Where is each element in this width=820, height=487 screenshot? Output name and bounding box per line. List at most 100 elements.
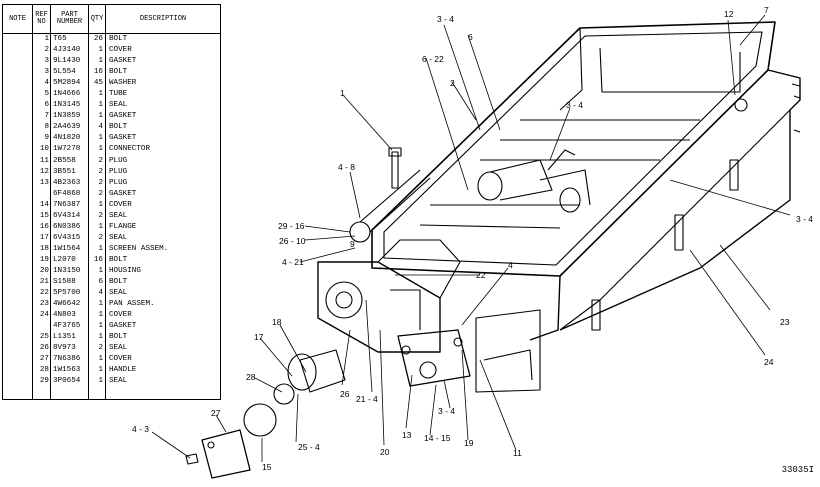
part-number-cell: 5P5700 — [53, 289, 81, 298]
ref-no-cell: 26 — [39, 344, 49, 353]
qty-cell: 45 — [93, 79, 103, 88]
ref-no-cell: 8 — [44, 123, 49, 132]
qty-cell: 1 — [98, 366, 103, 375]
ref-no-cell: 2 — [44, 46, 49, 55]
part-number-cell: 5M2894 — [53, 79, 81, 88]
description-cell: PLUG — [109, 167, 128, 176]
ref-no-cell: 3 — [44, 57, 49, 66]
column-divider — [105, 34, 106, 400]
ref-no-cell: 14 — [39, 200, 49, 209]
qty-cell: 1 — [98, 322, 103, 331]
qty-cell: 16 — [93, 255, 103, 264]
callout-12: 12 — [724, 9, 734, 19]
header-ref-no: REF NO — [33, 5, 51, 33]
part-number-cell: L2070 — [53, 255, 76, 264]
description-cell: SEAL — [109, 344, 128, 353]
ref-no-cell: 19 — [39, 255, 49, 264]
qty-cell: 1 — [98, 46, 103, 55]
qty-cell: 26 — [93, 35, 103, 43]
tube-assembly — [349, 169, 431, 243]
qty-cell: 1 — [98, 145, 103, 154]
qty-cell: 2 — [98, 233, 103, 242]
part-number-cell: L1351 — [53, 333, 76, 342]
callout-26-10: 26 - 10 — [279, 236, 306, 246]
description-cell: COVER — [109, 46, 132, 55]
callout-23: 23 — [780, 317, 790, 327]
part-number-cell: 1W7278 — [53, 145, 81, 154]
parts-table-row: 10 1W7278 1 CONNECTOR — [3, 144, 220, 155]
part-number-cell: 6V4315 — [53, 233, 81, 242]
ref-no-cell: 20 — [39, 266, 49, 275]
part-number-cell: 4B2363 — [53, 178, 81, 187]
header-note: NOTE — [3, 5, 33, 33]
qty-cell: 2 — [98, 189, 103, 198]
description-cell: BOLT — [109, 278, 128, 287]
qty-cell: 1 — [98, 112, 103, 121]
qty-cell: 1 — [98, 355, 103, 364]
part-number-cell: 4F3765 — [53, 322, 81, 331]
qty-cell: 1 — [98, 266, 103, 275]
part-number-cell: 2B558 — [53, 156, 76, 165]
description-cell: CONNECTOR — [109, 145, 151, 154]
part-number-cell: 1N4666 — [53, 90, 81, 99]
description-cell: GASKET — [109, 322, 137, 331]
parts-table-header: NOTE REF NO PART NUMBER QTY DESCRIPTION — [3, 5, 220, 34]
description-cell: HOUSING — [109, 266, 141, 275]
part-number-cell: 4J3140 — [53, 46, 81, 55]
qty-cell: 1 — [98, 377, 103, 386]
ref-no-cell: 25 — [39, 333, 49, 342]
description-cell: SEAL — [109, 233, 128, 242]
callout-3-4-low: 3 - 4 — [438, 406, 455, 416]
qty-cell: 1 — [98, 57, 103, 66]
qty-cell: 2 — [98, 211, 103, 220]
ref-no-cell: 10 — [39, 145, 49, 154]
ref-no-cell: 7 — [44, 112, 49, 121]
ref-no-cell: 3 — [44, 68, 49, 77]
part-number-cell: 6V4314 — [53, 211, 81, 220]
part-number-cell: T65 — [53, 35, 67, 43]
parts-table-row: 17 6V4315 2 SEAL — [3, 233, 220, 244]
ref-no-cell: 13 — [39, 178, 49, 187]
inner-filter-assembly — [477, 149, 591, 213]
description-cell: BOLT — [109, 68, 128, 77]
callout-6-22: 6 - 22 — [422, 54, 444, 64]
description-cell: COVER — [109, 311, 132, 320]
callout-14-15: 14 - 15 — [424, 433, 451, 443]
header-description: DESCRIPTION — [139, 14, 187, 23]
qty-cell: 1 — [98, 311, 103, 320]
ref-no-cell: 23 — [39, 300, 49, 309]
description-cell: SCREEN ASSEM. — [109, 244, 169, 253]
callout-20: 20 — [380, 447, 390, 457]
callout-24: 24 — [764, 357, 774, 367]
qty-cell: 4 — [98, 289, 103, 298]
description-cell: PLUG — [109, 178, 128, 187]
ref-no-cell: 1 — [44, 35, 49, 43]
part-number-cell: 4W6642 — [53, 300, 81, 309]
ref-no-cell: 15 — [39, 211, 49, 220]
description-cell: PAN ASSEM. — [109, 300, 155, 309]
callout-15: 15 — [262, 462, 272, 472]
part-number-cell: 7N6386 — [53, 355, 81, 364]
part-number-cell: 8V973 — [53, 344, 76, 353]
qty-cell: 1 — [98, 101, 103, 110]
ref-no-cell: 12 — [39, 167, 49, 176]
callout-17: 17 — [254, 332, 264, 342]
callout-1: 1 — [340, 88, 345, 98]
bracket-11 — [475, 309, 541, 393]
part-number-cell: 2A4639 — [53, 123, 81, 132]
column-divider — [50, 34, 51, 400]
ref-no-cell: 5 — [44, 90, 49, 99]
qty-cell: 2 — [98, 178, 103, 187]
ref-no-cell: 17 — [39, 233, 49, 242]
description-cell: PLUG — [109, 156, 128, 165]
callout-labels: 12 7 3 - 4 6 6 - 22 2 3 - 4 1 4 - 8 29 -… — [132, 5, 813, 472]
